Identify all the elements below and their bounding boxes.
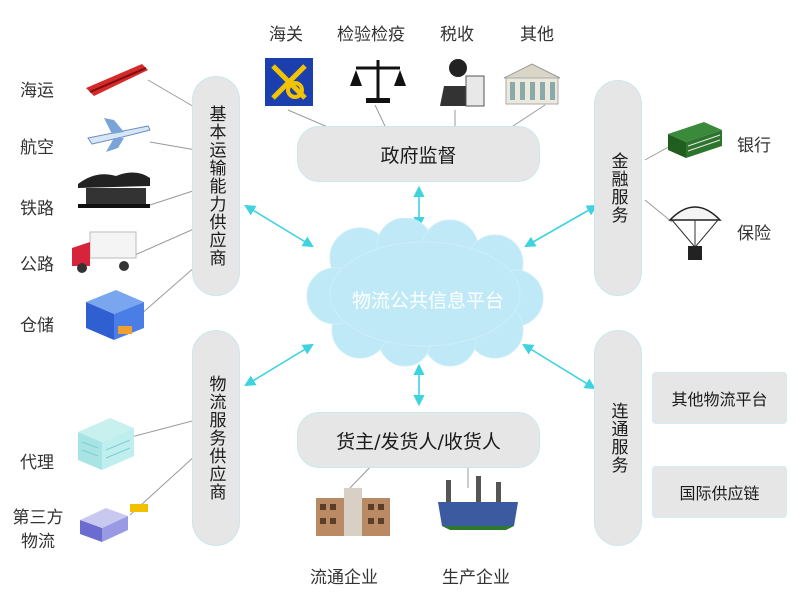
- connectivity-services-box: 连通服务: [594, 330, 642, 546]
- agent-building-icon: [78, 418, 134, 470]
- ship-icon: [86, 64, 148, 96]
- connectivity-services-label: 连通服务: [607, 402, 628, 474]
- train-connector: [149, 189, 197, 206]
- finance-services-box: 金融服务: [594, 80, 642, 296]
- third-party-logistics-icon: [80, 504, 148, 542]
- international-supply-chain-label: 国际供应链: [679, 484, 760, 503]
- government-supervision-box: 政府监督: [297, 126, 540, 182]
- bank-label: 银行: [737, 136, 771, 156]
- government-building-icon: [503, 63, 561, 105]
- scales-connector: [374, 104, 386, 127]
- platform-label: 物流公共信息平台: [351, 290, 504, 312]
- agent-label: 代理: [20, 453, 54, 473]
- factory-icon: [438, 476, 518, 530]
- cloud-icon: [306, 218, 544, 367]
- logistics-arrow: [244, 343, 314, 387]
- truck-icon: [72, 231, 137, 273]
- scales-icon: [350, 60, 406, 103]
- insurance-connector: [644, 199, 673, 223]
- money-stack-icon: [668, 122, 722, 158]
- office-building-icon: [316, 488, 390, 536]
- customs-label: 海关: [269, 25, 303, 45]
- sea-transport-label: 海运: [20, 81, 54, 101]
- parachute-icon: [668, 206, 722, 260]
- rail-transport-label: 铁路: [20, 199, 54, 219]
- transport-providers-label: 基本运输能力供应商: [205, 105, 226, 267]
- customs-emblem-icon: [265, 58, 313, 106]
- customs-connector: [287, 109, 331, 129]
- airplane-icon: [87, 118, 151, 152]
- government-supervision-label: 政府监督: [380, 144, 457, 167]
- transport-providers-box: 基本运输能力供应商: [192, 76, 240, 296]
- logistics-providers-box: 物流服务供应商: [192, 330, 240, 546]
- logistics-providers-label: 物流服务供应商: [205, 375, 226, 501]
- warehousing-label: 仓储: [20, 316, 54, 336]
- insurance-label: 保险: [737, 224, 771, 244]
- warehouse-connector: [139, 265, 197, 316]
- international-supply-chain-box: 国际供应链: [652, 466, 787, 518]
- shipper-label: 货主/发货人/收货人: [336, 430, 501, 453]
- inspection-label: 检验检疫: [337, 25, 405, 45]
- other-platforms-label: 其他物流平台: [671, 390, 768, 409]
- shipper-box: 货主/发货人/收货人: [297, 412, 540, 468]
- finance-services-label: 金融服务: [607, 152, 628, 224]
- tax-officer-icon: [440, 59, 485, 107]
- truck-connector: [134, 227, 197, 256]
- distribution-enterprise-label: 流通企业: [310, 568, 378, 588]
- road-transport-label: 公路: [20, 255, 54, 275]
- production-enterprise-label: 生产企业: [442, 568, 510, 588]
- finance-arrow: [524, 204, 598, 248]
- airplane-connector: [149, 141, 197, 151]
- ship-connector: [147, 79, 197, 109]
- tax-label: 税收: [440, 25, 474, 45]
- train-icon: [78, 172, 150, 208]
- third-party-logistics-label: 第三方物流: [12, 508, 64, 552]
- bank-connector: [644, 144, 673, 161]
- other-gov-label: 其他: [520, 25, 554, 45]
- air-transport-label: 航空: [20, 138, 54, 158]
- transport-arrow: [244, 204, 314, 248]
- other-platforms-box: 其他物流平台: [652, 372, 787, 424]
- building-connector: [509, 104, 546, 129]
- connectivity-arrow: [522, 343, 596, 390]
- warehouse-icon: [86, 290, 144, 340]
